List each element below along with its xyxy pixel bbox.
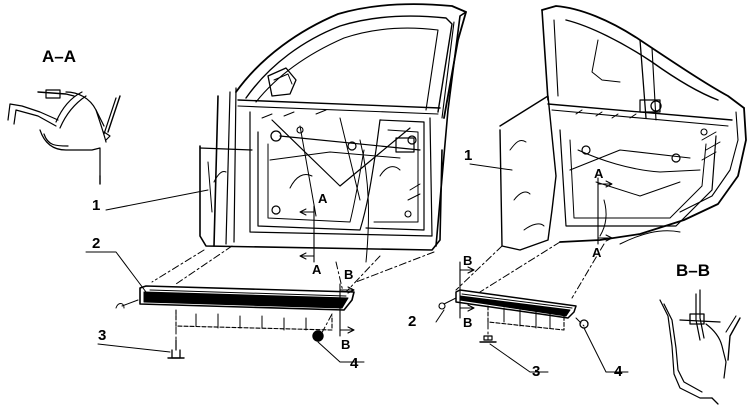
rear-clip [479, 335, 549, 373]
front-section-b-line [339, 283, 355, 337]
rear-section-b-line [459, 261, 475, 319]
rear-section-a-bottom-mark: A [592, 245, 602, 260]
callout-rear-screw: 4 [614, 363, 623, 380]
front-section-a-bottom-mark: A [312, 262, 322, 277]
rear-section-a-top-mark: A [594, 166, 604, 181]
rear-screw [579, 319, 629, 373]
front-section-b-bottom-mark: B [341, 337, 351, 352]
front-section-b-top-mark: B [344, 267, 354, 282]
front-clip [97, 339, 185, 359]
rear-section-b-top-mark: B [463, 253, 473, 268]
section-bb-title: B–B [676, 261, 711, 280]
rear-door [469, 5, 747, 251]
section-aa-title: A–A [42, 47, 77, 66]
front-projection-lines [151, 245, 435, 353]
rear-projection-lines [455, 241, 605, 341]
callout-front-sill-trim: 2 [92, 235, 101, 252]
section-bb-detail [659, 289, 741, 405]
callout-rear-sill-trim: 2 [408, 313, 417, 330]
callout-front-clip: 3 [98, 327, 107, 344]
front-section-a-top-mark: A [318, 191, 328, 206]
rear-sill-trim [435, 289, 577, 331]
callout-front-panel: 1 [92, 197, 101, 214]
callout-rear-clip: 3 [532, 363, 541, 380]
callout-rear-panel: 1 [464, 147, 473, 164]
callout-front-screw: 4 [350, 355, 359, 372]
front-door [105, 3, 467, 263]
front-screw [312, 330, 365, 363]
section-aa-detail [7, 89, 121, 185]
rear-section-b-bottom-mark: B [463, 315, 473, 330]
front-sill-trim [85, 251, 355, 331]
